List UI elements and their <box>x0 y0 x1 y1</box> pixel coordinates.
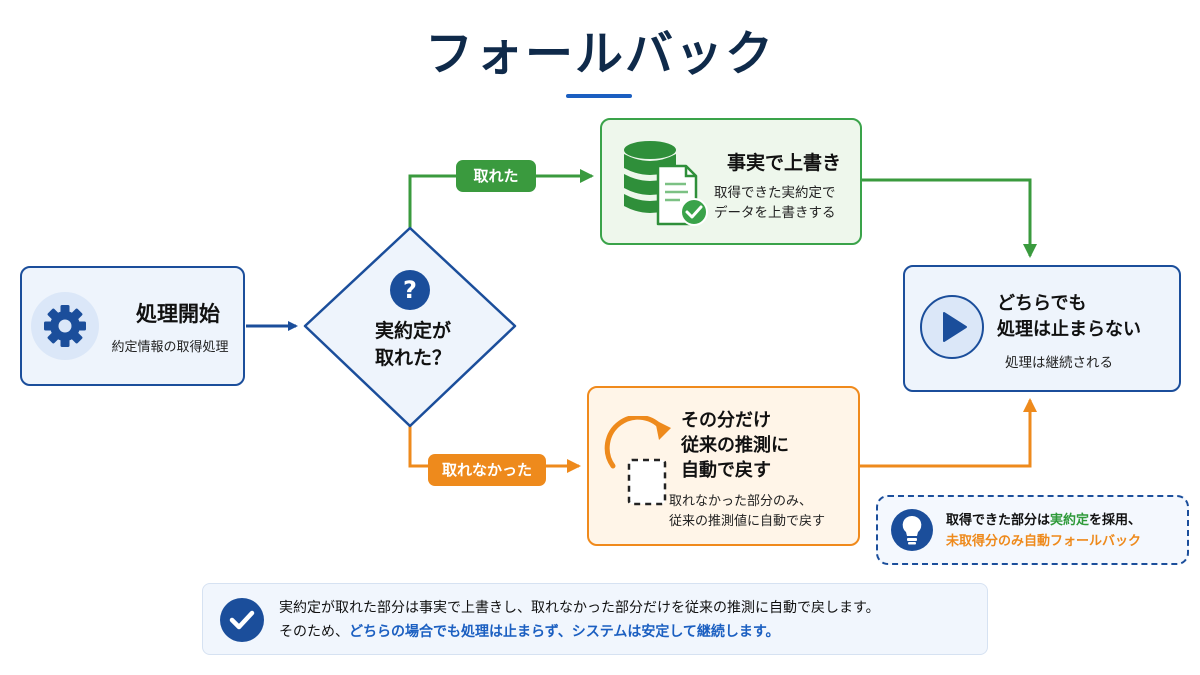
summary-line2-prefix: そのため、 <box>279 624 349 640</box>
rotate-fallback-icon <box>603 414 675 508</box>
summary-text: 実約定が取れた部分は事実で上書きし、取れなかった部分だけを従来の推測に自動で戻し… <box>279 596 979 644</box>
fallback-desc: 取れなかった部分のみ、 従来の推測値に自動で戻す <box>669 492 854 532</box>
success-desc-line1: 取得できた実約定で <box>714 185 836 201</box>
result-subtitle: 処理は継続される <box>1005 355 1113 371</box>
fallback-title-line3: 自動で戻す <box>681 460 771 481</box>
branch-label-fallback: 取れなかった <box>428 454 546 486</box>
success-desc: 取得できた実約定で データを上書きする <box>714 183 859 223</box>
tip-text: 取得できた部分は実約定を採用、 未取得分のみ自動フォールバック <box>946 510 1186 552</box>
fallback-title-line2: 従来の推測に <box>681 435 789 456</box>
play-icon <box>919 294 985 360</box>
arrow-fallback-to-result <box>860 398 1037 468</box>
gear-icon <box>30 291 100 361</box>
branch-label-success: 取れた <box>456 160 536 192</box>
arrow-success-to-result <box>862 178 1037 258</box>
database-document-check-icon <box>620 138 712 228</box>
title-underline <box>566 94 632 98</box>
fallback-desc-line2: 従来の推測値に自動で戻す <box>669 514 826 529</box>
success-node: 事実で上書き 取得できた実約定で データを上書きする <box>600 118 862 245</box>
result-title-line1: どちらでも <box>997 293 1087 314</box>
page-title: フォールバック <box>424 26 775 82</box>
decision-diamond <box>303 226 517 428</box>
tip-line1-suffix: を採用、 <box>1089 513 1142 528</box>
decision-label: 実約定が 取れた？ <box>328 318 498 372</box>
success-title: 事実で上書き <box>726 152 841 174</box>
decision-line2: 取れた？ <box>374 347 451 369</box>
start-title: 処理開始 <box>136 302 220 326</box>
tip-line1-prefix: 取得できた部分は <box>946 513 1051 528</box>
summary-line2-highlight: どちらの場合でも処理は止まらず、システムは安定して継続します。 <box>349 624 780 640</box>
tip-line1-highlight: 実約定 <box>1050 513 1090 528</box>
success-desc-line2: データを上書きする <box>714 205 836 221</box>
result-title-line2: 処理は止まらない <box>997 319 1141 340</box>
tip-line1: 取得できた部分は実約定を採用、 <box>946 510 1186 531</box>
summary-line2: そのため、どちらの場合でも処理は止まらず、システムは安定して継続します。 <box>279 620 979 644</box>
summary-panel: 実約定が取れた部分は事実で上書きし、取れなかった部分だけを従来の推測に自動で戻し… <box>202 583 988 655</box>
start-node: 処理開始 約定情報の取得処理 <box>20 266 245 386</box>
svg-text:?: ? <box>403 276 417 304</box>
result-node: どちらでも 処理は止まらない 処理は継続される <box>903 265 1181 392</box>
fallback-desc-line1: 取れなかった部分のみ、 <box>669 494 813 509</box>
summary-line1: 実約定が取れた部分は事実で上書きし、取れなかった部分だけを従来の推測に自動で戻し… <box>279 600 880 616</box>
tip-line2: 未取得分のみ自動フォールバック <box>946 534 1142 549</box>
decision-line1: 実約定が <box>374 320 451 342</box>
lightbulb-icon <box>890 508 934 552</box>
start-subtitle: 約定情報の取得処理 <box>111 340 229 355</box>
fallback-node: その分だけ 従来の推測に 自動で戻す 取れなかった部分のみ、 従来の推測値に自動… <box>587 386 860 546</box>
question-icon: ? <box>389 269 431 311</box>
tip-callout: 取得できた部分は実約定を採用、 未取得分のみ自動フォールバック <box>876 495 1189 565</box>
fallback-title-line1: その分だけ <box>681 410 771 431</box>
checkmark-icon <box>219 597 265 643</box>
result-title: どちらでも 処理は止まらない <box>997 291 1175 343</box>
fallback-title: その分だけ 従来の推測に 自動で戻す <box>681 408 831 483</box>
